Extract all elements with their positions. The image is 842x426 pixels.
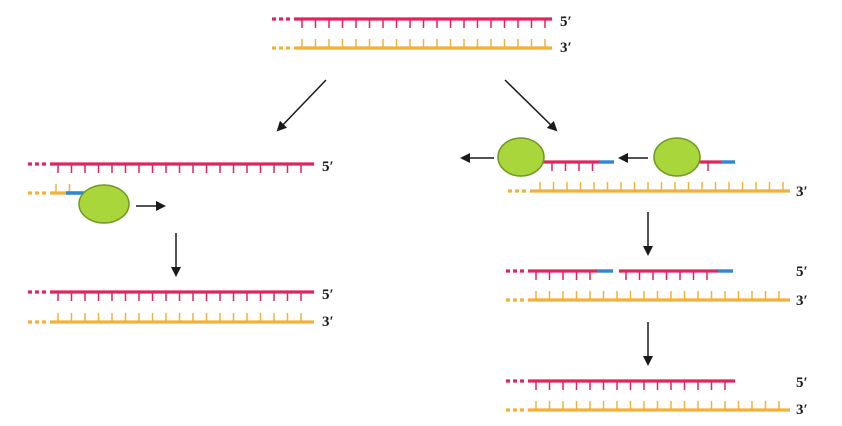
left-step-1-five-prime-label: 5′	[322, 159, 334, 175]
dna-polymerase-icon	[78, 184, 130, 224]
dna-polymerase-icon	[653, 137, 701, 177]
dna-polymerase-icon	[497, 137, 545, 177]
left-step-2: 5′ 3′	[28, 287, 334, 330]
top-three-prime-label: 3′	[560, 40, 572, 56]
arrow-icon	[276, 79, 327, 132]
right-step-3: 5′ 3′	[506, 375, 808, 418]
top-five-prime-label: 5′	[560, 14, 572, 30]
right-step-2-three-prime-label: 3′	[796, 293, 808, 309]
right-step-3-five-prime-label: 5′	[796, 375, 808, 391]
right-step-1: 3′	[460, 137, 808, 200]
left-step-1: 5′	[28, 159, 334, 224]
top-duplex: 5′ 3′	[272, 14, 572, 56]
left-step-2-five-prime-label: 5′	[322, 287, 334, 303]
right-step-2-five-prime-label: 5′	[796, 264, 808, 280]
arrow-icon	[504, 79, 558, 132]
right-step-1-three-prime-label: 3′	[796, 184, 808, 200]
right-step-3-three-prime-label: 3′	[796, 402, 808, 418]
right-step-2: 5′ 3′	[506, 264, 808, 309]
left-step-2-three-prime-label: 3′	[322, 314, 334, 330]
